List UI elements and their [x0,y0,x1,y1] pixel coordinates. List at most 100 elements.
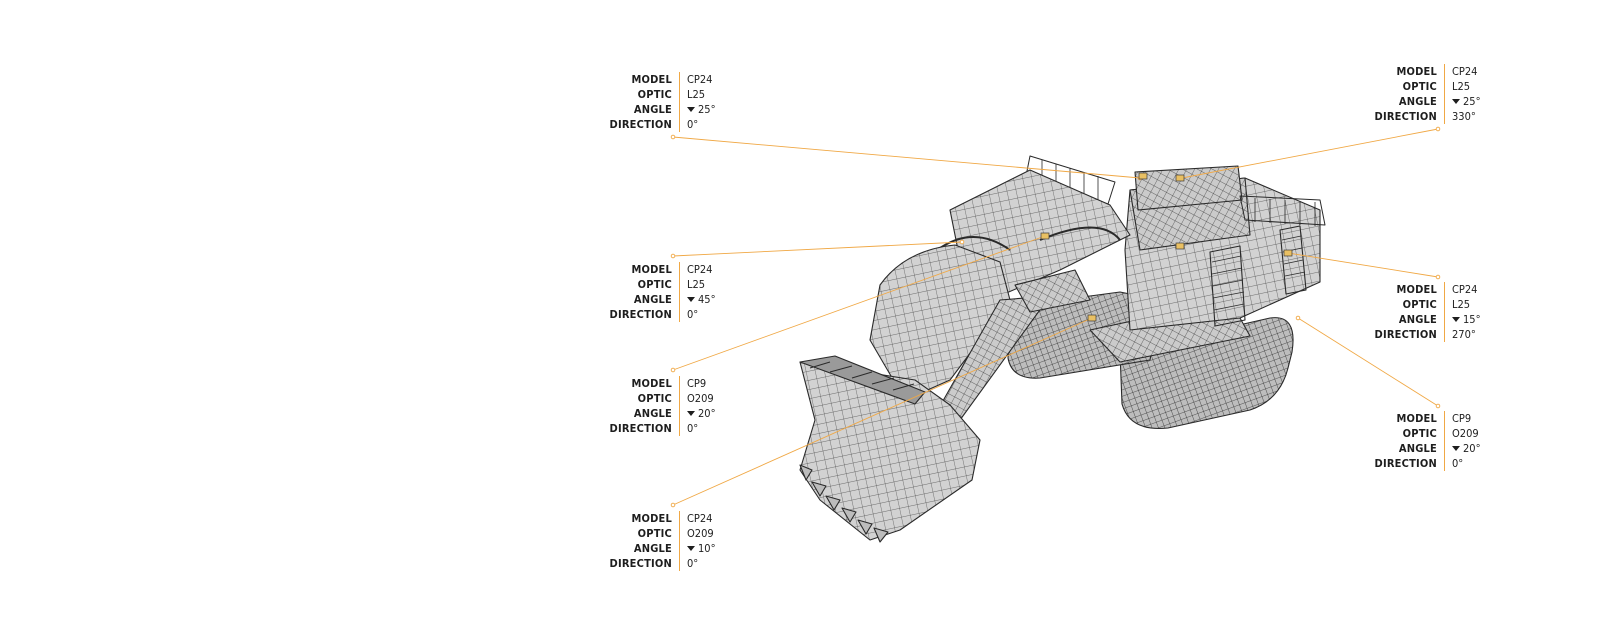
triangle-down-icon [1452,317,1460,322]
model-key: MODEL [631,73,672,86]
spec-values: CP24 L25 45° 0° [687,262,747,322]
hoist-cables [939,226,1121,251]
optic-value: L25 [1452,80,1471,93]
camera-callout: MODEL OPTIC ANGLE DIRECTION CP9 O209 20°… [606,376,747,436]
bucket [799,361,981,541]
optic-key: OPTIC [1402,298,1437,311]
model-value: CP24 [687,512,713,525]
leader-line [672,235,1046,371]
leader-endpoint [670,367,676,373]
direction-value: 270° [1452,328,1476,341]
angle-value: 10° [698,542,716,555]
angle-value: 25° [698,103,716,116]
camera-marker [1138,172,1148,180]
mining-shovel-wireframe [799,155,1326,543]
model-key: MODEL [631,377,672,390]
callout-divider [1444,64,1445,124]
angle-key: ANGLE [633,407,672,420]
spec-keys: MODEL OPTIC ANGLE DIRECTION [1371,64,1437,124]
direction-key: DIRECTION [609,308,672,321]
angle-value: 20° [1463,442,1481,455]
optic-key: OPTIC [1402,80,1437,93]
angle-row: 20° [687,406,747,421]
model-value: CP24 [1452,65,1478,78]
optic-key: OPTIC [637,527,672,540]
angle-key: ANGLE [633,542,672,555]
triangle-down-icon [687,297,695,302]
angle-key: ANGLE [1398,95,1437,108]
camera-marker [1087,314,1097,322]
bucket-lip [799,355,926,405]
camera-marker [1283,249,1293,257]
model-value: CP24 [687,263,713,276]
direction-key: DIRECTION [1374,328,1437,341]
callout-divider [679,72,680,132]
camera-callout: MODEL OPTIC ANGLE DIRECTION CP24 L25 15°… [1371,282,1512,342]
camera-leader-lines [670,126,1441,508]
triangle-down-icon [1452,99,1460,104]
angle-row: 25° [687,102,747,117]
spec-keys: MODEL OPTIC ANGLE DIRECTION [606,511,672,571]
callout-divider [1444,411,1445,471]
direction-key: DIRECTION [609,557,672,570]
spec-values: CP24 L25 15° 270° [1452,282,1512,342]
spec-values: CP9 O209 20° 0° [1452,411,1512,471]
direction-value: 0° [687,422,699,435]
callout-divider [679,511,680,571]
optic-key: OPTIC [637,392,672,405]
direction-key: DIRECTION [1374,110,1437,123]
spec-keys: MODEL OPTIC ANGLE DIRECTION [1371,411,1437,471]
angle-key: ANGLE [1398,313,1437,326]
leader-endpoint [1435,403,1441,409]
triangle-down-icon [687,107,695,112]
callout-divider [679,262,680,322]
operator-cab [1134,165,1243,211]
optic-value: L25 [687,278,706,291]
leader-endpoint [1295,315,1301,321]
direction-key: DIRECTION [1374,457,1437,470]
leader-line [672,136,1141,179]
camera-marker [1175,242,1185,250]
model-value: CP24 [1452,283,1478,296]
top-railing [1239,195,1326,226]
bucket-teeth [799,464,889,543]
camera-callout: MODEL OPTIC ANGLE DIRECTION CP24 L25 45°… [606,262,747,322]
stick-arm [869,244,1011,401]
optic-key: OPTIC [637,278,672,291]
leader-line [672,317,1093,506]
leader-endpoint [1435,274,1441,280]
leader-endpoint [670,134,676,140]
model-value: CP9 [687,377,707,390]
spec-keys: MODEL OPTIC ANGLE DIRECTION [606,262,672,322]
leader-endpoint [1435,126,1441,132]
direction-value: 0° [687,118,699,131]
optic-value: L25 [687,88,706,101]
leader-line [1297,317,1439,407]
model-key: MODEL [1396,412,1437,425]
angle-key: ANGLE [1398,442,1437,455]
angle-row: 10° [687,541,747,556]
angle-row: 25° [1452,94,1512,109]
camera-callout: MODEL OPTIC ANGLE DIRECTION CP24 L25 25°… [1371,64,1512,124]
leader-endpoint [670,253,676,259]
spec-values: CP9 O209 20° 0° [687,376,747,436]
camera-marker [1175,174,1185,182]
optic-value: O209 [1452,427,1479,440]
optic-key: OPTIC [1402,427,1437,440]
callout-divider [679,376,680,436]
leader-line [1287,252,1439,278]
model-value: CP9 [1452,412,1472,425]
angle-key: ANGLE [633,103,672,116]
spec-keys: MODEL OPTIC ANGLE DIRECTION [606,376,672,436]
camera-callout: MODEL OPTIC ANGLE DIRECTION CP24 L25 25°… [606,72,747,132]
triangle-down-icon [687,546,695,551]
model-key: MODEL [631,263,672,276]
optic-value: O209 [687,527,714,540]
leader-endpoint [959,239,965,245]
model-key: MODEL [631,512,672,525]
direction-value: 0° [1452,457,1464,470]
angle-row: 45° [687,292,747,307]
direction-key: DIRECTION [609,118,672,131]
